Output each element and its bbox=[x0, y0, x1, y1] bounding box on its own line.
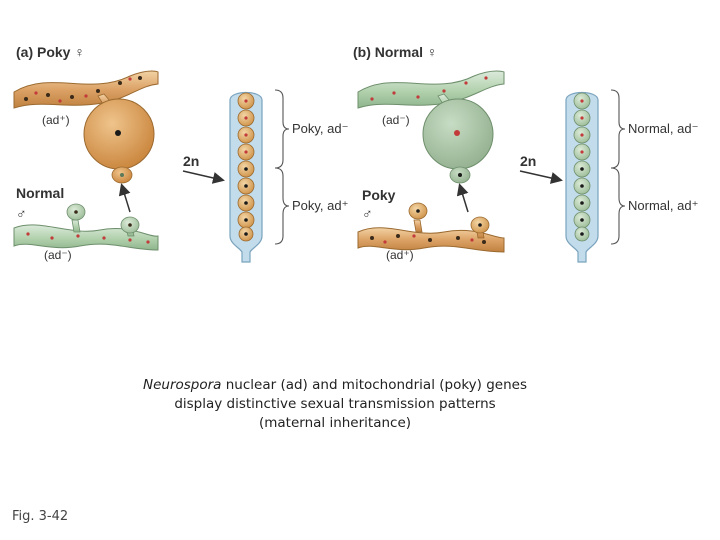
figure-number: Fig. 3-42 bbox=[12, 509, 69, 524]
zygote-label: 2n bbox=[520, 153, 536, 169]
ascospores bbox=[573, 92, 591, 242]
panel-a: (a) Poky ♀ (ad⁺) 2n Normal ♂ bbox=[13, 44, 348, 263]
bracket-upper bbox=[274, 89, 290, 169]
spore-genotype-lower: Poky, ad⁺ bbox=[292, 198, 348, 213]
nucleus bbox=[115, 130, 121, 136]
hypha-mitochondria bbox=[370, 76, 488, 101]
caption-italic-term: Neurospora bbox=[142, 377, 222, 393]
zygote-arrow bbox=[182, 170, 225, 184]
fertilization-arrow bbox=[118, 183, 131, 213]
bracket-lower bbox=[274, 167, 290, 245]
male-strain-label: Normal bbox=[16, 185, 64, 201]
hypha-mitochondria bbox=[26, 232, 150, 244]
genotype-label: (ad⁻) bbox=[44, 248, 72, 262]
spore-genotype-upper: Normal, ad⁻ bbox=[628, 121, 698, 136]
diagram-figure: (a) Poky ♀ (ad⁺) 2n Normal ♂ bbox=[13, 44, 698, 263]
genotype-label: (ad⁺) bbox=[42, 113, 70, 127]
genotype-label: (ad⁻) bbox=[382, 113, 410, 127]
caption-line-2: display distinctive sexual transmission … bbox=[174, 396, 496, 412]
male-symbol: ♂ bbox=[16, 205, 27, 221]
hypha-mitochondria bbox=[383, 234, 474, 244]
panel-b-title: (b) Normal ♀ bbox=[353, 44, 437, 60]
fertilization-arrow bbox=[456, 183, 469, 213]
bracket-upper bbox=[610, 89, 626, 169]
figure-caption: Neurospora nuclear (ad) and mitochondria… bbox=[100, 376, 570, 433]
panel-b: (b) Normal ♀ (ad⁻) 2n Poky ♂ bbox=[353, 44, 698, 263]
bracket-lower bbox=[610, 167, 626, 245]
normal-hypha-top bbox=[357, 70, 505, 109]
ascospores bbox=[237, 92, 255, 242]
zygote-label: 2n bbox=[183, 153, 199, 169]
normal-hypha-bottom bbox=[13, 224, 159, 251]
poky-hypha-top bbox=[13, 70, 159, 109]
spore-genotype-upper: Poky, ad⁻ bbox=[292, 121, 348, 136]
spore-genotype-lower: Normal, ad⁺ bbox=[628, 198, 698, 213]
panel-a-title: (a) Poky ♀ bbox=[16, 44, 85, 60]
genotype-label: (ad⁺) bbox=[386, 248, 414, 262]
caption-line-1: Neurospora nuclear (ad) and mitochondria… bbox=[100, 376, 570, 395]
caption-line-3: (maternal inheritance) bbox=[258, 415, 412, 431]
nucleus bbox=[454, 130, 460, 136]
hypha-nuclei bbox=[370, 234, 486, 244]
male-strain-label: Poky bbox=[362, 187, 396, 203]
male-symbol: ♂ bbox=[362, 205, 373, 221]
hypha-nuclei bbox=[24, 76, 142, 101]
hypha-mitochondria bbox=[34, 77, 132, 103]
caption-line-1-rest: nuclear (ad) and mitochondrial (poky) ge… bbox=[221, 377, 527, 393]
zygote-arrow bbox=[519, 170, 563, 184]
